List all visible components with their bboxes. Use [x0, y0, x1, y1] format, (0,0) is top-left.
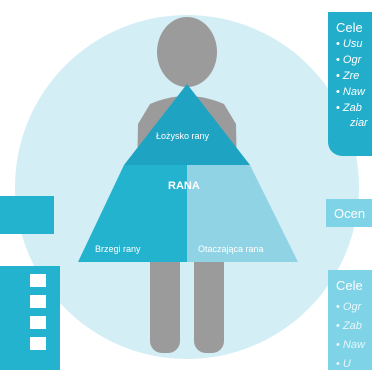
goals-panel-top-list: Usu Ogr Zre Naw Zab [336, 36, 372, 116]
person-head [157, 17, 217, 87]
checkbox-2 [30, 295, 46, 308]
goals-bottom-item: Ogr [336, 298, 372, 317]
goals-top-item: Usu [336, 36, 372, 52]
goals-panel-bottom-title: Cele [336, 278, 363, 293]
label-wound-center: RANA [168, 180, 200, 192]
checkbox-1 [30, 274, 46, 287]
goals-panel-bottom-list: Ogr Zab Naw U [336, 298, 372, 370]
assessment-banner: Ocen [326, 199, 372, 227]
goals-top-continuation: ziar [350, 117, 368, 129]
goals-panel-bottom: Cele Ogr Zab Naw U [328, 270, 372, 370]
assessment-banner-title: Ocen [334, 206, 366, 221]
goals-bottom-item: U [336, 355, 372, 370]
label-wound-bed: Łożysko rany [156, 131, 210, 141]
goals-panel-top-title: Cele [336, 20, 363, 35]
triangle-segment-wound-edge [78, 165, 187, 262]
checkbox-4 [30, 337, 46, 350]
label-periwound: Otaczająca rana [198, 244, 264, 254]
triangle-segment-wound-bed [124, 84, 250, 165]
goals-top-item: Zab [336, 100, 372, 116]
goals-top-item: Zre [336, 68, 372, 84]
goals-panel-top: Cele Usu Ogr Zre Naw Zab ziar [328, 12, 372, 156]
checkbox-3 [30, 316, 46, 329]
left-panel [0, 196, 60, 370]
goals-top-item: Ogr [336, 52, 372, 68]
wound-triangle [78, 84, 298, 262]
label-wound-edge: Brzegi rany [95, 244, 141, 254]
left-panel-banner [0, 196, 54, 234]
goals-bottom-item: Zab [336, 317, 372, 336]
goals-bottom-item: Naw [336, 336, 372, 355]
triangle-segment-periwound [187, 165, 298, 262]
goals-top-item: Naw [336, 84, 372, 100]
